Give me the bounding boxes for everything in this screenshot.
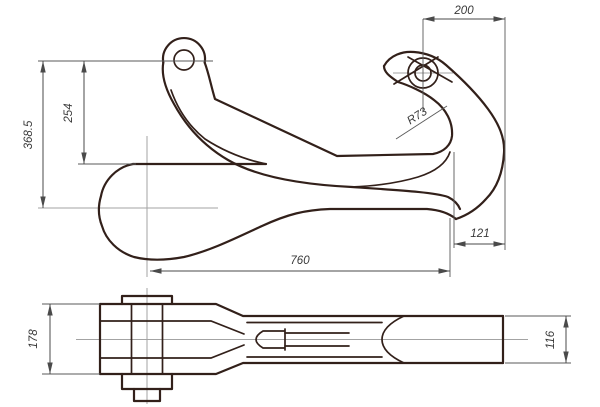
upper-arm-hole bbox=[173, 49, 195, 71]
hook-lever-outline bbox=[97, 36, 506, 261]
boss-and-body-bottom-edge bbox=[97, 162, 458, 261]
clevis-and-bar-outline bbox=[98, 302, 505, 376]
bar-taper-end-arc bbox=[381, 315, 405, 364]
bolt-assembly bbox=[120, 294, 174, 403]
bottom-view: 178 116 bbox=[28, 288, 571, 404]
dim-200: 200 bbox=[422, 5, 506, 250]
bolt-nut bbox=[120, 372, 174, 391]
hook-boss-tangent-lines bbox=[393, 56, 453, 85]
hook-tip-step-line bbox=[351, 151, 451, 188]
clevis-bottom-arm-and-bar-bottom bbox=[98, 361, 505, 376]
dim-368-5: 368.5 bbox=[23, 60, 213, 208]
clevis-top-arm-and-bar-top bbox=[98, 302, 505, 318]
dim-368-label: 368.5 bbox=[23, 120, 35, 149]
dim-200-label: 200 bbox=[453, 5, 474, 17]
dim-121-label: 121 bbox=[470, 228, 489, 240]
bolt-end bbox=[132, 387, 162, 403]
bolt-shank bbox=[130, 303, 164, 375]
dim-178-label: 178 bbox=[28, 329, 40, 349]
upper-arm-end-arc bbox=[161, 36, 207, 64]
bar-taper-lines bbox=[246, 321, 383, 358]
dim-116-label: 116 bbox=[545, 330, 557, 349]
arm-inner-fillet-line bbox=[170, 89, 267, 165]
dim-r73: R73 bbox=[395, 105, 448, 140]
dim-116: 116 bbox=[505, 315, 571, 364]
dim-116-ext-lines bbox=[505, 315, 571, 364]
top-view: 200 368.5 254 R73 121 760 bbox=[23, 5, 506, 277]
clevis-bottom-arm-inner-edge bbox=[99, 344, 245, 359]
dim-121: 121 bbox=[453, 152, 505, 248]
dim-760: 760 bbox=[150, 218, 451, 277]
dim-r73-leader bbox=[395, 105, 448, 140]
dim-r73-label: R73 bbox=[405, 105, 430, 127]
arm-outer-edge bbox=[161, 61, 462, 211]
dim-254: 254 bbox=[63, 61, 136, 165]
tongue-nose bbox=[255, 328, 286, 351]
clevis-top-arm-inner-edge bbox=[99, 320, 245, 335]
dim-254-label: 254 bbox=[63, 103, 75, 123]
dim-760-label: 760 bbox=[290, 255, 310, 267]
bolt-head-flange bbox=[120, 294, 174, 306]
dim-178: 178 bbox=[28, 303, 100, 375]
hook-outer-profile bbox=[382, 50, 506, 221]
